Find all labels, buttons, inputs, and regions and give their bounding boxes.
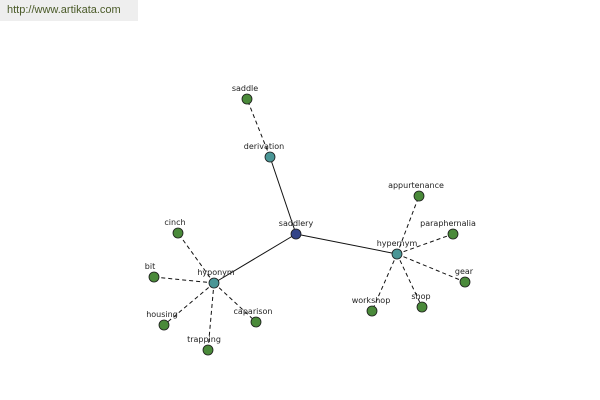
edge-hypernym-gear (396, 253, 466, 283)
node-housing[interactable] (158, 319, 170, 331)
node-shop[interactable] (416, 301, 428, 313)
node-hyponym[interactable] (208, 277, 220, 289)
edge-hyponym-caparison (213, 282, 257, 323)
node-caparison[interactable] (250, 316, 262, 328)
node-bit[interactable] (148, 271, 160, 283)
node-label-caparison[interactable]: caparison (234, 307, 273, 316)
node-label-cinch[interactable]: cinch (164, 218, 185, 227)
node-workshop[interactable] (366, 305, 378, 317)
node-paraphernalia[interactable] (447, 228, 459, 240)
node-hypernym[interactable] (391, 248, 403, 260)
edge-hypernym-shop (396, 253, 423, 308)
edge-saddlery-hypernym (295, 233, 398, 255)
edge-hyponym-housing (163, 282, 215, 326)
node-label-bit[interactable]: bit (145, 262, 155, 271)
edge-hyponym-trapping (207, 282, 215, 351)
site-url[interactable]: http://www.artikata.com (0, 0, 138, 21)
node-saddle[interactable] (241, 93, 253, 105)
node-label-saddle[interactable]: saddle (232, 84, 258, 93)
node-label-derivation[interactable]: derivation (244, 142, 284, 151)
node-appurtenance[interactable] (413, 190, 425, 202)
node-label-trapping[interactable]: trapping (187, 335, 221, 344)
node-label-housing[interactable]: housing (146, 310, 178, 319)
edge-hyponym-bit (153, 276, 215, 284)
node-cinch[interactable] (172, 227, 184, 239)
edge-hyponym-cinch (177, 232, 215, 284)
edge-saddlery-hyponym (213, 233, 297, 284)
edge-hypernym-paraphernalia (396, 233, 454, 255)
graph-edges (153, 98, 466, 351)
edge-hypernym-workshop (371, 253, 398, 312)
node-gear[interactable] (459, 276, 471, 288)
node-trapping[interactable] (202, 344, 214, 356)
node-label-paraphernalia[interactable]: paraphernalia (420, 219, 476, 228)
edge-derivation-saddle (246, 98, 271, 158)
node-label-hypernym[interactable]: hypernym (377, 239, 418, 248)
node-label-shop[interactable]: shop (411, 292, 430, 301)
node-label-gear[interactable]: gear (455, 267, 474, 276)
node-saddlery[interactable] (290, 228, 302, 240)
graph-nodes: saddlery derivation hyponym hypernym saddle c… (145, 84, 476, 356)
node-label-saddlery[interactable]: saddlery (279, 219, 314, 228)
node-label-workshop[interactable]: workshop (352, 296, 391, 305)
edge-hypernym-appurtenance (396, 195, 420, 255)
node-derivation[interactable] (264, 151, 276, 163)
node-label-hyponym[interactable]: hyponym (197, 268, 235, 277)
node-label-appurtenance[interactable]: appurtenance (388, 181, 444, 190)
edge-saddlery-derivation (269, 156, 297, 235)
